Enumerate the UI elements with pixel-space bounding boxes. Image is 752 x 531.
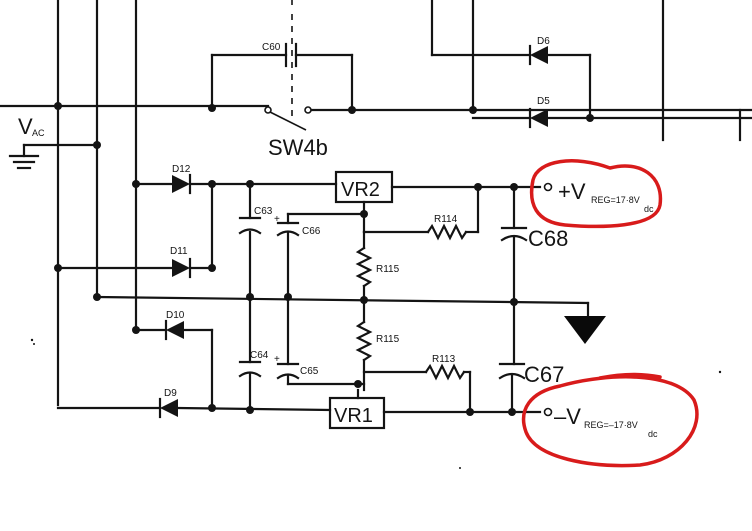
capacitor-c60 bbox=[284, 42, 298, 68]
c66-label: C66 bbox=[302, 226, 321, 237]
lower-rail bbox=[56, 397, 542, 419]
c65-label: C65 bbox=[300, 366, 319, 377]
r113-label: R113 bbox=[432, 354, 456, 365]
capacitor-c64 bbox=[238, 295, 262, 412]
d10-label: D10 bbox=[166, 310, 185, 321]
diode-d5 bbox=[471, 107, 548, 129]
r115-top-label: R115 bbox=[376, 264, 400, 275]
svg-text:+: + bbox=[274, 354, 280, 365]
capacitor-c63 bbox=[238, 216, 262, 235]
d9-label: D9 bbox=[164, 388, 177, 399]
ground-symbol-left bbox=[8, 143, 99, 170]
resistor-r115-bottom bbox=[355, 320, 373, 392]
vreg-negative-dc: dc bbox=[648, 429, 658, 439]
resistor-r114 bbox=[362, 185, 480, 241]
d11-label: D11 bbox=[170, 246, 188, 257]
vac-subscript: AC bbox=[32, 128, 45, 138]
regulator-vr1 bbox=[328, 388, 386, 430]
resistor-r115-top bbox=[355, 230, 373, 324]
capacitor-c65: + bbox=[274, 295, 366, 386]
scan-specks bbox=[30, 338, 722, 469]
vr1-label: VR1 bbox=[334, 405, 373, 427]
c68-label: C68 bbox=[528, 226, 568, 251]
r114-label: R114 bbox=[434, 214, 458, 225]
c63-label: C63 bbox=[254, 206, 273, 217]
c60-label: C60 bbox=[262, 42, 281, 53]
d12-label: D12 bbox=[172, 164, 191, 175]
top-wiring bbox=[0, 0, 752, 407]
vr2-label: VR2 bbox=[341, 179, 380, 201]
sw4b-label: SW4b bbox=[268, 135, 328, 160]
vreg-positive-dc: dc bbox=[644, 204, 654, 214]
vreg-positive-label: +V bbox=[558, 179, 586, 204]
red-circle-negative bbox=[521, 372, 699, 468]
c67-label: C67 bbox=[524, 362, 564, 387]
capacitor-c68 bbox=[500, 185, 528, 366]
red-circle-positive bbox=[529, 159, 663, 229]
capacitor-c67 bbox=[498, 362, 526, 414]
d5-label: D5 bbox=[537, 96, 550, 107]
r115-bottom-label: R115 bbox=[376, 334, 400, 345]
switch-sw4b bbox=[264, 0, 312, 131]
svg-text:+: + bbox=[274, 214, 280, 225]
capacitor-c66: + bbox=[274, 212, 366, 299]
diode-d6 bbox=[528, 44, 548, 66]
diode-d12 bbox=[172, 173, 192, 195]
c64-label: C64 bbox=[250, 350, 269, 361]
junction-dots-lower bbox=[54, 180, 518, 416]
vreg-negative-label: –V bbox=[554, 404, 581, 429]
positive-output-terminal bbox=[543, 182, 553, 192]
d6-label: D6 bbox=[537, 36, 550, 47]
resistor-r113 bbox=[362, 363, 472, 414]
vac-label: V bbox=[18, 114, 33, 139]
negative-output-terminal bbox=[543, 407, 553, 417]
vreg-negative-sub: REG=–17·8V bbox=[584, 420, 638, 430]
vreg-positive-sub: REG=17·8V bbox=[591, 195, 640, 205]
middle-ground-bus bbox=[95, 295, 606, 344]
diode-d10 bbox=[134, 319, 214, 410]
